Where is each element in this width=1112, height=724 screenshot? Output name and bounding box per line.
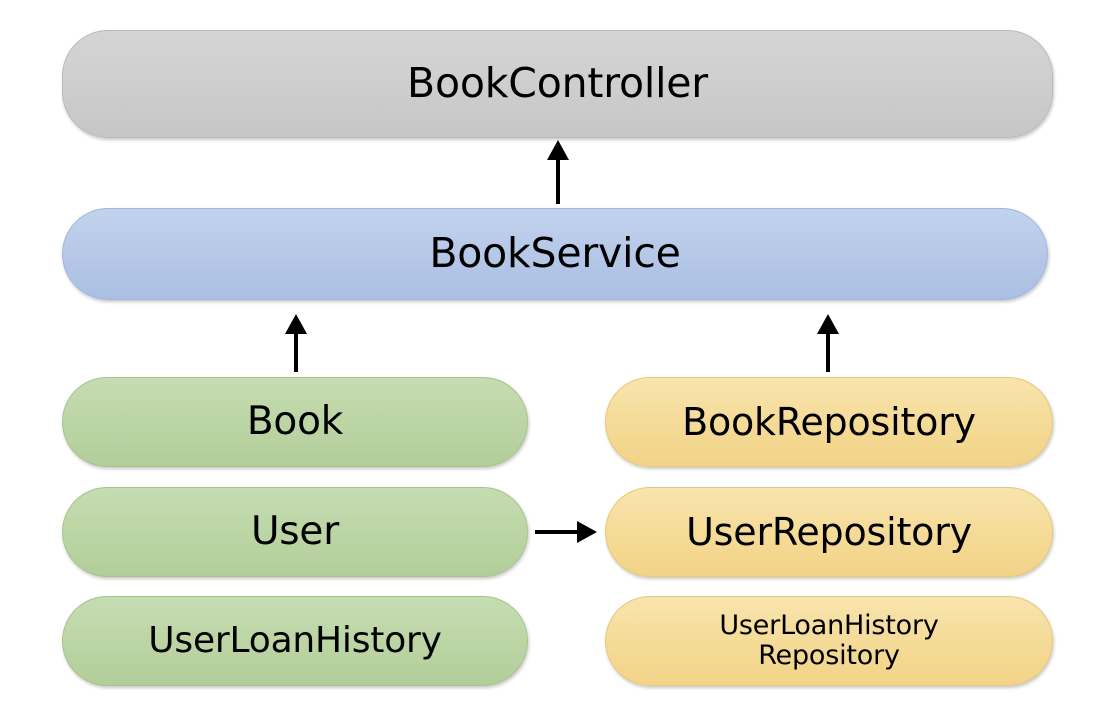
node-book-controller-label: BookController xyxy=(407,59,708,108)
node-book-service[interactable]: BookService xyxy=(62,208,1048,300)
node-user[interactable]: User xyxy=(62,487,528,577)
node-book-service-label: BookService xyxy=(429,229,681,278)
arrow-service-to-controller-icon xyxy=(536,138,580,204)
node-user-loan-history-repository-label: UserLoanHistory Repository xyxy=(719,609,939,671)
node-user-label: User xyxy=(250,509,340,555)
node-book-label: Book xyxy=(246,399,344,445)
arrow-repository-to-service-icon xyxy=(806,312,850,372)
arrow-user-to-user-repository-icon xyxy=(533,512,601,552)
node-book-repository-label: BookRepository xyxy=(682,399,976,444)
node-user-loan-history-repository[interactable]: UserLoanHistory Repository xyxy=(605,596,1053,686)
node-user-loan-history[interactable]: UserLoanHistory xyxy=(62,596,528,686)
arrow-domain-to-service-icon xyxy=(274,312,318,372)
node-user-repository[interactable]: UserRepository xyxy=(605,487,1053,577)
node-book[interactable]: Book xyxy=(62,377,528,467)
node-user-loan-history-label: UserLoanHistory xyxy=(148,619,442,661)
node-book-controller[interactable]: BookController xyxy=(62,30,1053,138)
node-user-repository-label: UserRepository xyxy=(686,509,972,554)
node-book-repository[interactable]: BookRepository xyxy=(605,377,1053,467)
